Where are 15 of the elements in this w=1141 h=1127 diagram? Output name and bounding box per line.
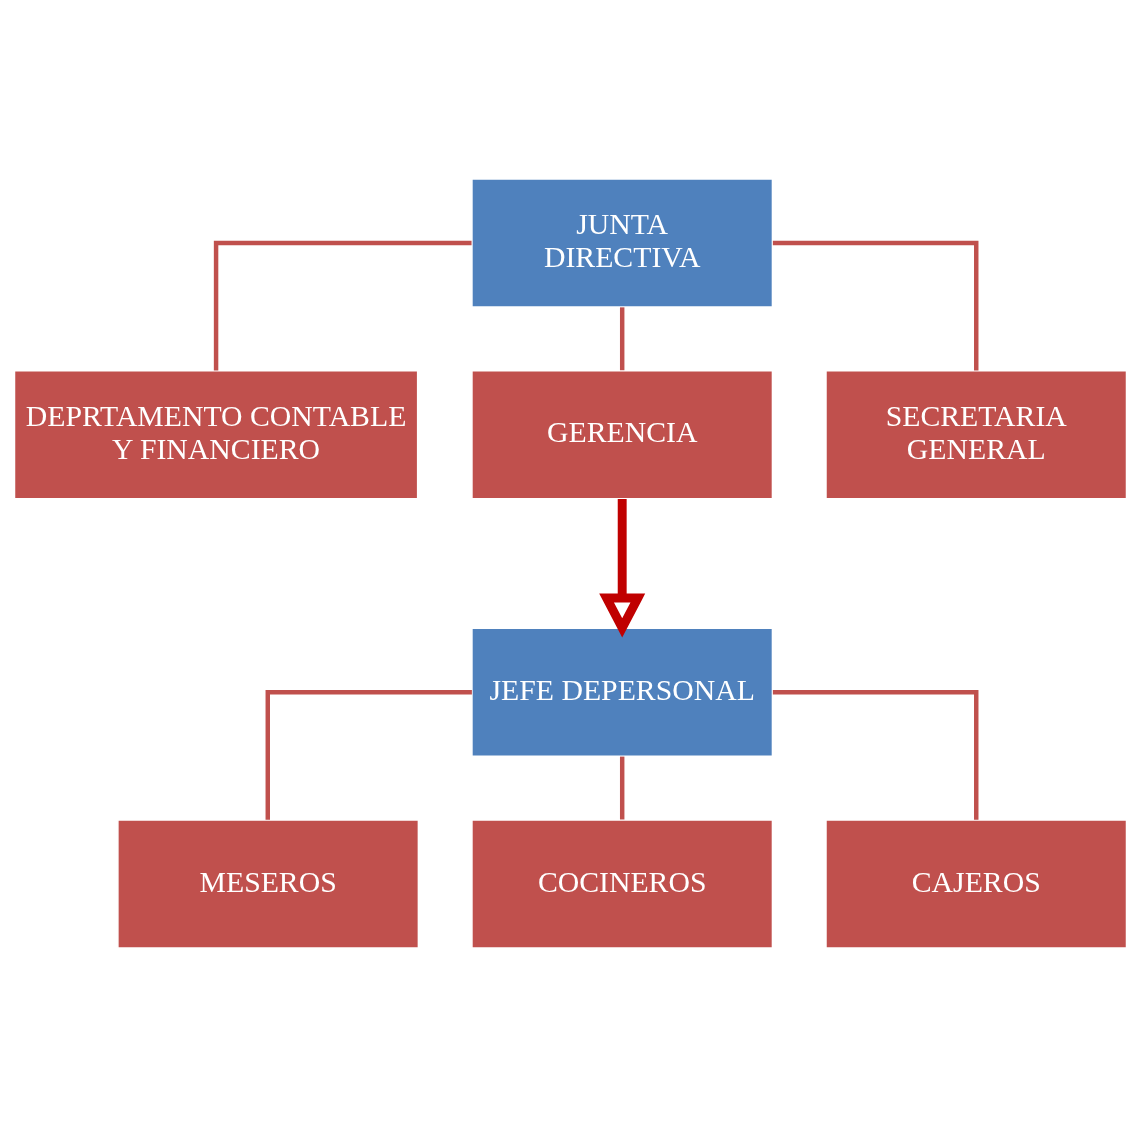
node-box: COCINEROS xyxy=(471,819,774,949)
connector xyxy=(772,240,979,371)
connector xyxy=(619,756,625,820)
node-box: GERENCIA xyxy=(471,370,774,500)
node-box: JEFE DEPERSONAL xyxy=(471,627,774,757)
node-box: SECRETARIA GENERAL xyxy=(825,370,1128,500)
node-box: JUNTA DIRECTIVA xyxy=(471,178,774,308)
connector xyxy=(772,689,979,820)
connector xyxy=(265,689,472,820)
connector xyxy=(213,240,472,371)
node-box: CAJEROS xyxy=(825,819,1128,949)
arrow xyxy=(599,499,646,638)
node-box: MESEROS xyxy=(117,819,420,949)
connector xyxy=(619,307,625,371)
node-box: DEPRTAMENTO CONTABLE Y FINANCIERO xyxy=(13,370,419,500)
